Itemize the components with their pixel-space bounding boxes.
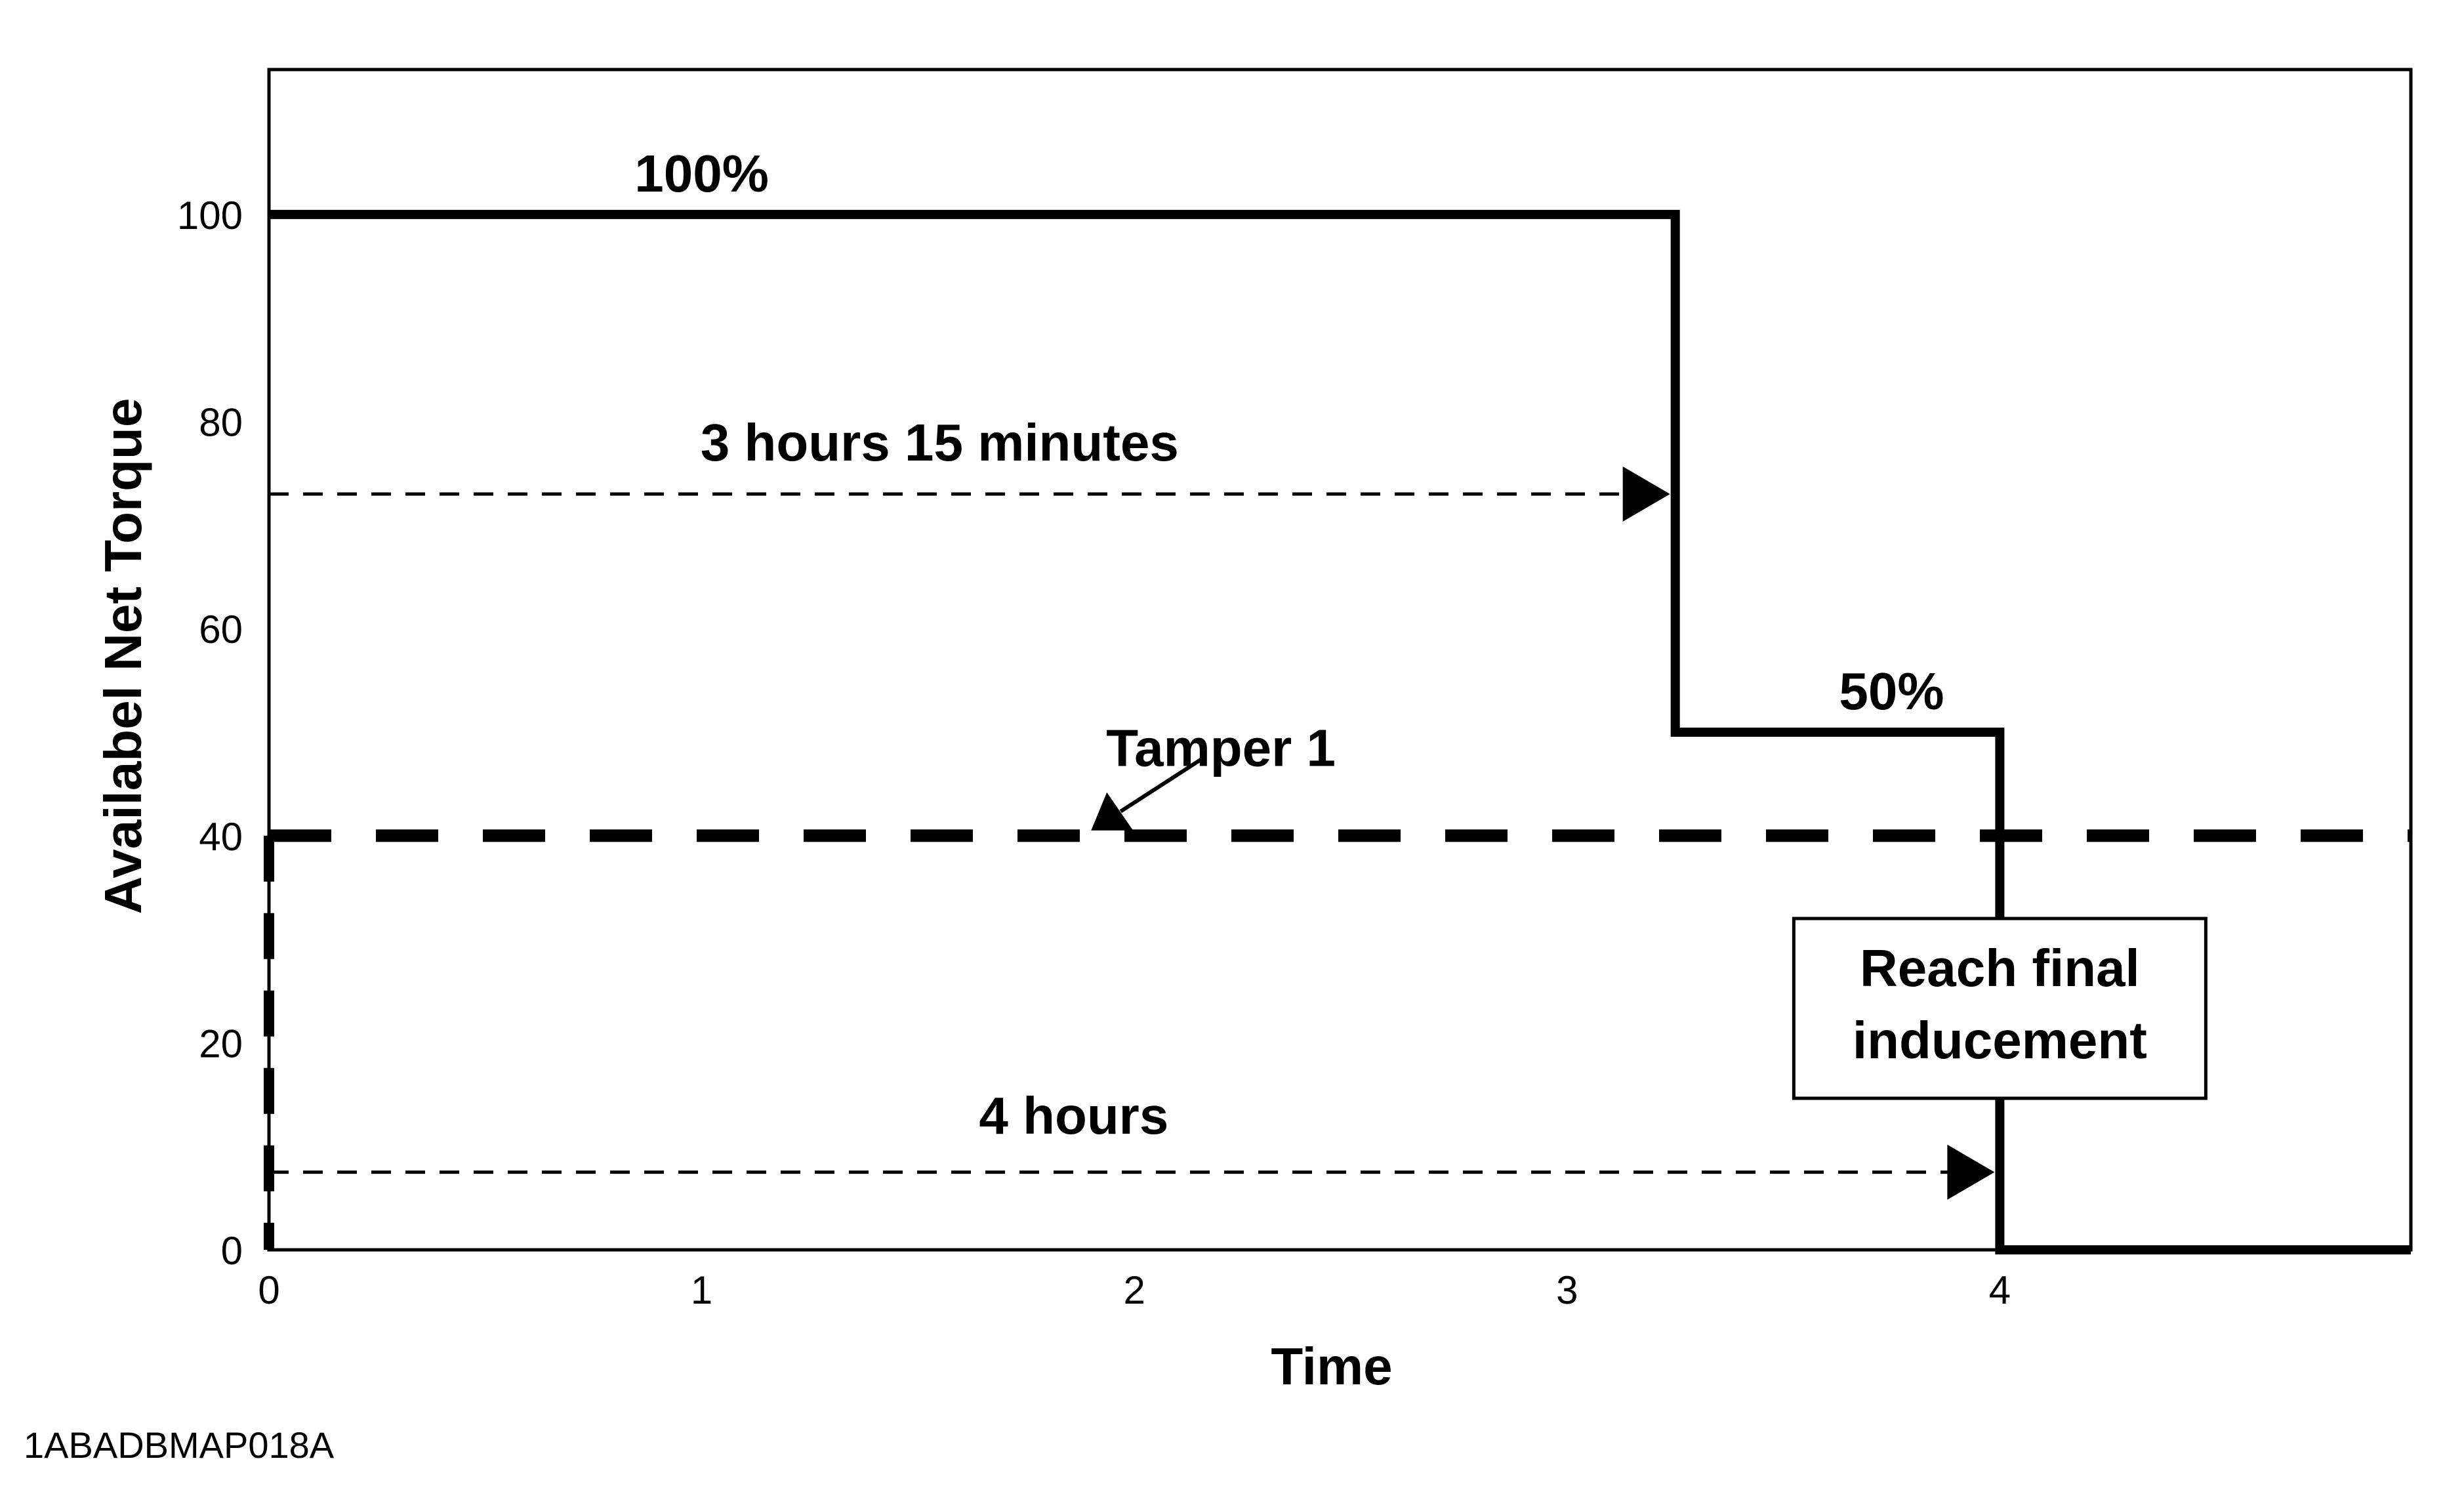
annotation-label: Tamper 1	[1106, 719, 1336, 777]
figure-code: 1ABADBMAP018A	[24, 1424, 335, 1466]
x-tick-label: 2	[1124, 1268, 1145, 1312]
torque-step-line	[269, 209, 2411, 1254]
y-axis-title: Availabel Net Torque	[94, 398, 152, 915]
x-tick-label: 3	[1556, 1268, 1578, 1312]
duration-arrowhead	[1947, 1144, 1995, 1200]
x-tick-label: 4	[1989, 1268, 2011, 1312]
annotation-label: 4 hours	[979, 1086, 1168, 1145]
tamper-pointer-arrowhead	[1091, 792, 1134, 831]
plot-frame	[267, 68, 2413, 1252]
annotation-label: 50%	[1839, 662, 1944, 720]
final-inducement-label: inducement	[1853, 1011, 2147, 1069]
x-axis-title: Time	[1271, 1337, 1392, 1395]
y-tick-label: 0	[221, 1229, 243, 1273]
final-inducement-box	[1792, 917, 2207, 1100]
tamper-pointer-line	[1119, 754, 1207, 814]
x-tick-label: 1	[691, 1268, 712, 1312]
y-tick-label: 60	[199, 608, 243, 651]
y-tick-label: 100	[177, 194, 243, 238]
y-tick-label: 40	[199, 815, 243, 859]
y-tick-label: 20	[199, 1022, 243, 1065]
annotation-label: 3 hours 15 minutes	[701, 413, 1179, 472]
final-inducement-label: Reach final	[1860, 939, 2140, 997]
x-tick-label: 0	[258, 1268, 279, 1312]
y-tick-label: 80	[199, 401, 243, 445]
annotation-label: 100%	[634, 144, 769, 203]
duration-arrowhead	[1622, 466, 1670, 522]
